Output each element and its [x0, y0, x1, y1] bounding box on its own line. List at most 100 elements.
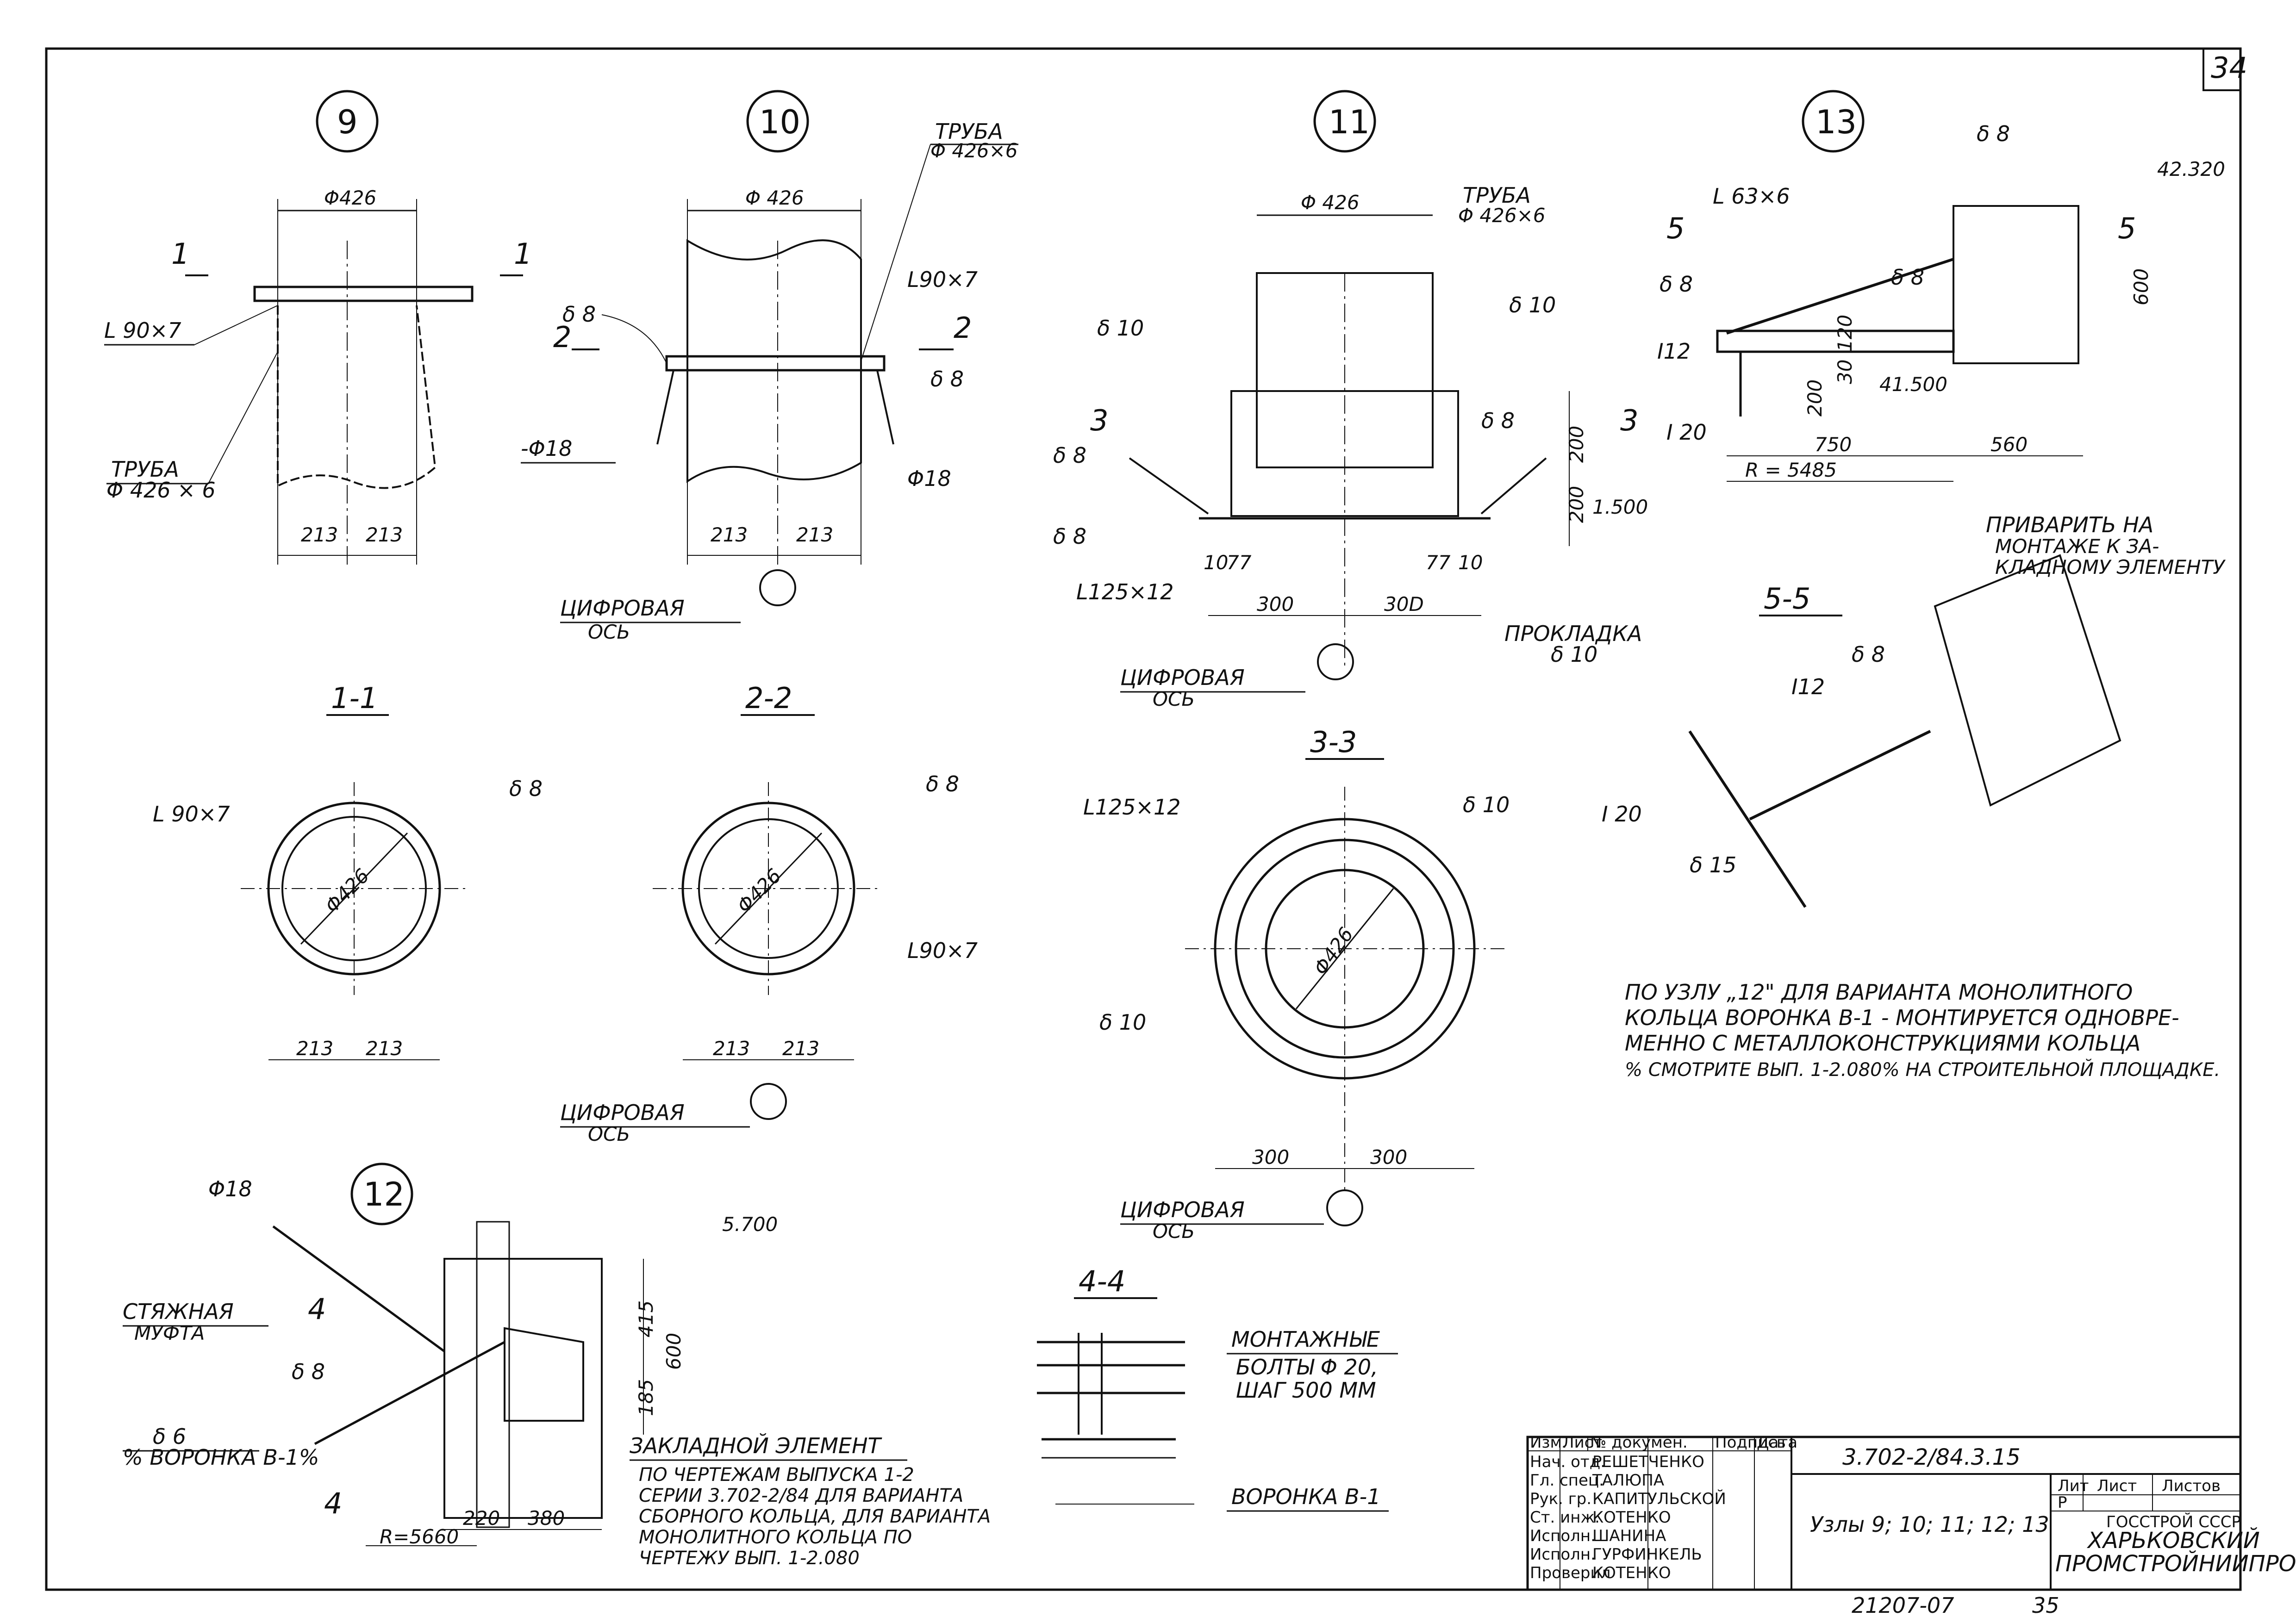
main-note: ПО УЗЛУ „12" ДЛЯ ВАРИАНТА МОНОЛИТНОГО КО… — [1625, 980, 2220, 1081]
section-2-2-axis-label: ЦИФРОВАЯ — [560, 1100, 685, 1125]
node-11-axis-sub: ОСЬ — [1153, 688, 1195, 710]
node-11-dim-77-left: 77 — [1227, 551, 1252, 574]
node-12-elevation: 5.700 — [722, 1213, 778, 1236]
tb-row-4-role: Ст. инж. — [1530, 1508, 1600, 1527]
section-3-3-plate-left: δ 10 — [1099, 1010, 1146, 1035]
node-13-cut-mark-right: 5 — [2118, 211, 2136, 245]
node-9-cut-mark-left: 1 — [171, 237, 189, 271]
tb-row-3-role: Рук. гр. — [1530, 1490, 1591, 1508]
node-11-axis-marker — [1317, 643, 1354, 680]
node-10-dim-213-right: 213 — [796, 523, 833, 546]
node-11-plate-left-top: δ 10 — [1097, 316, 1144, 341]
main-note-line-2: КОЛЬЦА ВОРОНКА В-1 - МОНТИРУЕТСЯ ОДНОВРЕ… — [1625, 1005, 2179, 1030]
tb-header-sign: Подпись — [1715, 1433, 1786, 1452]
section-2-2-title: 2-2 — [745, 681, 792, 715]
node-12-dim-220: 220 — [463, 1507, 500, 1530]
section-1-1-diameter: Φ426 — [320, 864, 374, 917]
tb-row-7-role: Проверил — [1530, 1564, 1610, 1582]
section-5-5-plate-bottom: δ 15 — [1690, 852, 1736, 877]
node-13-angle-label: L 63×6 — [1713, 184, 1790, 209]
tb-row-6-role: Исполн. — [1530, 1545, 1596, 1564]
section-3-3-diameter: Φ426 — [1309, 923, 1358, 979]
node-11-pipe-size: Φ 426×6 — [1458, 204, 1546, 227]
section-5-5-beam-bottom: I 20 — [1602, 802, 1642, 827]
main-note-line-4: % СМОТРИТЕ ВЫП. 1-2.080% НА СТРОИТЕЛЬНОЙ… — [1625, 1058, 2220, 1081]
node-13-weld-note-2: МОНТАЖЕ К ЗА- — [1995, 535, 2159, 558]
node-11-dim-10-right: 10 — [1458, 551, 1483, 574]
tb-row-1-role: Нач. отд. — [1530, 1453, 1605, 1471]
node-9-flange — [253, 286, 474, 302]
node-11-dim-200-top: 200 — [1565, 426, 1588, 463]
node-13-weld-note-1: ПРИВАРИТЬ НА — [1986, 512, 2153, 537]
node-11-marker — [1313, 90, 1376, 153]
section-4-4-bolts-3: ШАГ 500 ММ — [1236, 1378, 1376, 1403]
node-13-concrete-block — [1953, 205, 2079, 364]
node-11-dim-200-bottom: 200 — [1565, 486, 1588, 523]
node-12-dim-185: 185 — [635, 1379, 657, 1416]
section-3-3-axis-label: ЦИФРОВАЯ — [1120, 1197, 1245, 1222]
node-12-cut-mark-top: 4 — [308, 1292, 326, 1326]
node-11-dim-diameter: Φ 426 — [1301, 191, 1360, 214]
node-11-label: 11 — [1329, 103, 1370, 141]
section-2-2-axis-sub: ОСЬ — [588, 1123, 630, 1145]
node-9-drawing: 9 Φ426 1 1 L 90×7 ТРУБА Φ 426 × 6 213 21… — [104, 90, 532, 565]
sheet-number: 34 — [2211, 51, 2247, 85]
node-12-cut-mark-bottom: 4 — [324, 1486, 342, 1520]
node-12-rod: Φ18 — [208, 1176, 252, 1201]
tb-row-5-name: ШАНИНА — [1592, 1527, 1666, 1545]
tb-header-doc: № докумен. — [1590, 1433, 1688, 1452]
node-13-dim-120: 120 — [1834, 315, 1856, 352]
node-12-embedded-5: МОНОЛИТНОГО КОЛЬЦА ПО — [639, 1527, 912, 1548]
tb-row-2-role: Гл. спец. — [1530, 1471, 1604, 1490]
node-12-radius: R=5660 — [380, 1525, 459, 1548]
section-2-2-diameter: Φ426 — [732, 864, 786, 917]
node-10-rod-right: Φ18 — [907, 466, 951, 491]
tb-title: Узлы 9; 10; 11; 12; 13 — [1810, 1512, 2049, 1537]
node-12-embedded-6: ЧЕРТЕЖУ ВЫП. 1-2.080 — [639, 1548, 860, 1569]
footer-inventory: 21207-07 — [1852, 1593, 1954, 1618]
node-11-dim-10-left: 10 — [1204, 551, 1228, 574]
node-10-axis-marker — [759, 569, 796, 606]
node-13-cut-mark-left: 5 — [1666, 211, 1685, 245]
section-1-1-angle-label: L 90×7 — [153, 802, 230, 827]
section-1-1-title: 1-1 — [331, 681, 378, 715]
node-10-label: 10 — [759, 103, 800, 141]
node-9-angle-label: L 90×7 — [104, 318, 181, 343]
node-13-weld-note-3: КЛАДНОМУ ЭЛЕМЕНТУ — [1995, 556, 2226, 578]
section-5-5-beam-top: I12 — [1791, 674, 1825, 699]
node-11-dim-300-right: 30D — [1384, 593, 1424, 616]
section-4-4-funnel: ВОРОНКА В-1 — [1231, 1484, 1380, 1509]
node-12-embedded-4: СБОРНОГО КОЛЬЦА, ДЛЯ ВАРИАНТА — [639, 1506, 991, 1527]
node-9-dim-213-left: 213 — [301, 523, 338, 546]
node-9-dim-diameter: Φ426 — [324, 187, 376, 209]
node-12-funnel-ref: % ВОРОНКА В-1% — [123, 1445, 319, 1470]
tb-stage: Р — [2058, 1493, 2067, 1512]
node-10-dim-diameter: Φ 426 — [745, 187, 804, 209]
node-13-dim-600: 600 — [2130, 268, 2152, 305]
node-10-cut-mark-left: 2 — [553, 320, 571, 354]
title-block: Изм. Лист № докумен. Подпись Дата Нач. о… — [1526, 1433, 2296, 1591]
section-3-3-angle-label: L125×12 — [1083, 795, 1181, 820]
node-11-pipe-label: ТРУБА — [1463, 183, 1531, 208]
node-9-pipe-label: ТРУБА — [111, 457, 179, 482]
section-1-1-dim-right: 213 — [366, 1037, 403, 1060]
section-1-1-plate: δ 8 — [509, 776, 543, 801]
node-11-axis-label: ЦИФРОВАЯ — [1120, 665, 1245, 690]
node-11-elevation: 1.500 — [1592, 496, 1648, 518]
node-9-marker — [316, 90, 379, 153]
node-10-cut-mark: 2 — [954, 311, 972, 345]
node-10-flange — [665, 355, 886, 372]
section-1-1-dim-left: 213 — [296, 1037, 333, 1060]
node-10-axis-label: ЦИФРОВАЯ — [560, 596, 685, 621]
node-13-dim-750: 750 — [1815, 433, 1852, 456]
section-2-2-dim-left: 213 — [713, 1037, 750, 1060]
node-11-gasket-label: ПРОКЛАДКА — [1504, 621, 1642, 646]
node-12-embedded-1: ЗАКЛАДНОЙ ЭЛЕМЕНТ — [630, 1433, 883, 1458]
node-11-drawing: 11 Φ 426 ТРУБА Φ 426×6 δ 10 δ 10 3 3 δ 8… — [1053, 90, 1648, 710]
node-11-gasket-size: δ 10 — [1551, 642, 1597, 667]
tb-header-date: Дата — [1757, 1433, 1797, 1452]
node-13-dim-200: 200 — [1803, 379, 1826, 417]
section-2-2-plate: δ 8 — [926, 771, 959, 796]
node-10-rod-left: -Φ18 — [521, 436, 572, 461]
